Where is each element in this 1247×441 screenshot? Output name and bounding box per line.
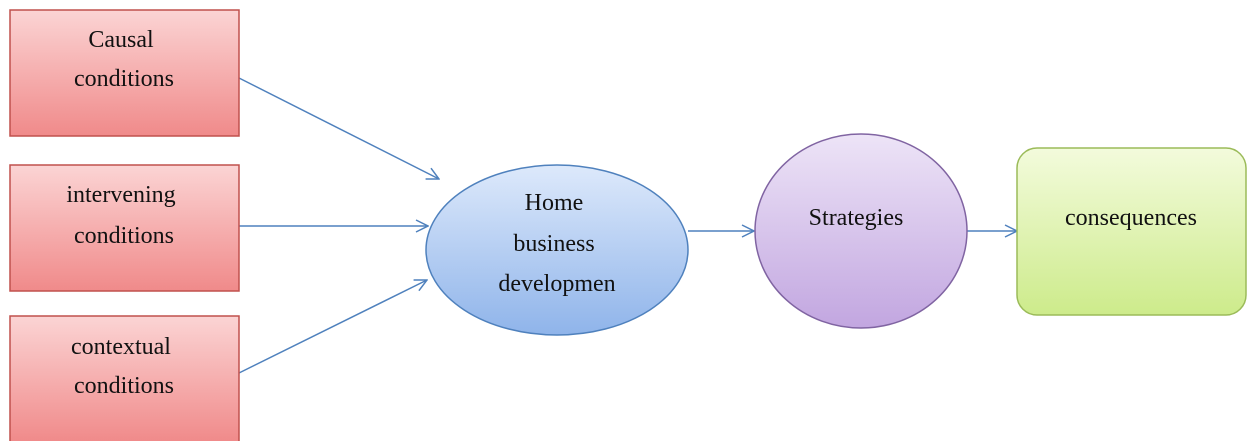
home-line-1: Home <box>525 190 584 216</box>
arrows <box>238 77 1017 374</box>
contextual-line-2: conditions <box>74 373 174 399</box>
home-business-development-node: Home business developmen <box>425 164 689 336</box>
causal-line-1: Causal <box>88 27 154 53</box>
causal-conditions-box: Causal conditions <box>9 9 240 137</box>
consequences-node: consequences <box>1016 147 1247 316</box>
intervening-line-1: intervening <box>66 182 175 208</box>
svg-text:contextual conditions: contextual conditions <box>71 334 177 399</box>
contextual-line-1: contextual <box>71 334 171 360</box>
strategies-label: Strategies <box>809 205 904 231</box>
consequences-label: consequences <box>1065 205 1197 231</box>
contextual-conditions-box: contextual conditions <box>9 315 240 441</box>
svg-text:intervening conditions: intervening conditions <box>66 182 181 249</box>
intervening-conditions-box: intervening conditions <box>9 164 240 292</box>
strategies-node: Strategies <box>754 133 968 329</box>
intervening-line-2: conditions <box>74 223 174 249</box>
svg-text:Home business deve: Home business developmen <box>498 190 615 297</box>
home-line-2: business <box>513 231 594 257</box>
svg-text:consequences: consequences <box>1065 205 1197 231</box>
causal-line-2: conditions <box>74 66 174 92</box>
svg-text:Strategies: Strategies <box>809 205 904 231</box>
arrow-causal-to-home <box>238 77 439 179</box>
svg-text:Causal conditions: Causal conditions <box>74 27 174 92</box>
home-line-3: developmen <box>498 271 615 297</box>
arrow-contextual-to-home <box>238 280 427 374</box>
